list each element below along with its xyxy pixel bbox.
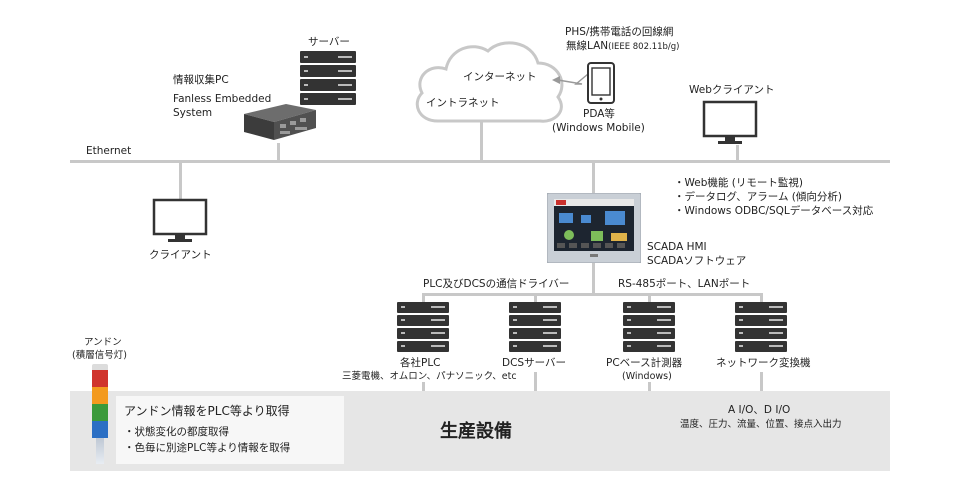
- andon-title-2: (積層信号灯): [72, 350, 127, 361]
- andon-note-item-2: ・色毎に別途PLC等より情報を取得: [124, 442, 291, 454]
- feature-odbc: ・Windows ODBC/SQLデータベース対応: [674, 205, 874, 217]
- andon-note-box: [116, 396, 344, 464]
- ethernet-label: Ethernet: [86, 145, 132, 157]
- wireless-lan-spec: (IEEE 802.11b/g): [608, 42, 680, 52]
- andon-cap: [92, 364, 108, 370]
- feature-datalog: ・データログ、アラーム (傾向分析): [674, 191, 842, 203]
- embedded-pc-icon: [244, 104, 316, 140]
- meter-rack-icon: [623, 302, 675, 352]
- converter-label: ネットワーク変換機: [716, 357, 811, 369]
- andon-title-1: アンドン: [84, 337, 122, 348]
- device-drop-4: [760, 293, 763, 303]
- wireless-lan-label: 無線LAN(IEEE 802.11b/g): [566, 39, 680, 54]
- andon-note-title: アンドン情報をPLC等より取得: [124, 404, 290, 418]
- meter-label: PCベース計測器: [606, 357, 683, 369]
- converter-rack-icon: [735, 302, 787, 352]
- andon-tower-icon: [92, 364, 108, 464]
- client-monitor-icon: [152, 198, 208, 242]
- pda-label-1: PDA等: [583, 108, 615, 120]
- scada-software-label: SCADAソフトウェア: [647, 255, 747, 267]
- plc-rack-icon: [397, 302, 449, 352]
- cloud-drop: [480, 122, 483, 160]
- wireless-lan-text: 無線LAN: [566, 40, 609, 52]
- io-title: A I/O、D I/O: [728, 404, 791, 416]
- info-pc-label-1: 情報収集PC: [173, 74, 229, 86]
- web-client-drop: [736, 145, 739, 160]
- device-drop-2: [534, 293, 537, 303]
- info-pc-label-3: System: [173, 107, 213, 119]
- plc-label: 各社PLC: [400, 357, 441, 369]
- web-client-label: Webクライアント: [689, 84, 775, 96]
- device-drop-1: [422, 293, 425, 303]
- andon-green-light: [92, 404, 108, 421]
- server-label: サーバー: [308, 36, 350, 48]
- server-rack-icon: [300, 51, 356, 105]
- andon-pole: [96, 438, 104, 464]
- production-title: 生産設備: [440, 421, 512, 442]
- meter-sub-label: (Windows): [622, 371, 672, 382]
- ethernet-line: [70, 160, 890, 163]
- feature-web: ・Web機能 (リモート監視): [674, 177, 803, 189]
- wireless-arrow-icon: [552, 73, 589, 85]
- phs-label: PHS/携帯電話の回線網: [565, 26, 674, 38]
- web-client-monitor-icon: [702, 100, 758, 144]
- intranet-label: イントラネット: [426, 97, 500, 109]
- info-pc-label-2: Fanless Embedded: [173, 93, 272, 105]
- scada-hmi-label: SCADA HMI: [647, 241, 707, 253]
- dcs-label: DCSサーバー: [502, 357, 566, 369]
- device-drop-3: [648, 293, 651, 303]
- pda-label-2: (Windows Mobile): [552, 122, 645, 134]
- device-bus: [422, 293, 762, 296]
- client-drop: [179, 163, 182, 199]
- hmi-drop: [592, 163, 595, 193]
- hmi-down: [592, 262, 595, 294]
- pda-icon: [587, 62, 615, 104]
- dcs-to-floor: [534, 372, 537, 392]
- scada-hmi-panel-icon: [547, 193, 641, 263]
- andon-note-item-1: ・状態変化の都度取得: [124, 426, 229, 438]
- client-label: クライアント: [149, 249, 212, 261]
- andon-orange-light: [92, 387, 108, 404]
- andon-red-light: [92, 370, 108, 387]
- drivers-label: PLC及びDCSの通信ドライバー: [423, 278, 570, 290]
- io-sub: 温度、圧力、流量、位置、接点入出力: [680, 419, 842, 430]
- ports-label: RS-485ポート、LANポート: [618, 278, 751, 290]
- meter-to-floor: [648, 382, 651, 392]
- plc-to-floor: [422, 382, 425, 392]
- andon-blue-light: [92, 421, 108, 438]
- dcs-rack-icon: [509, 302, 561, 352]
- cloud-icon: [415, 41, 564, 123]
- converter-to-floor: [760, 372, 763, 392]
- info-pc-drop: [277, 143, 280, 160]
- internet-label: インターネット: [463, 71, 537, 83]
- plc-vendors-label: 三菱電機、オムロン、パナソニック、etc: [342, 371, 517, 382]
